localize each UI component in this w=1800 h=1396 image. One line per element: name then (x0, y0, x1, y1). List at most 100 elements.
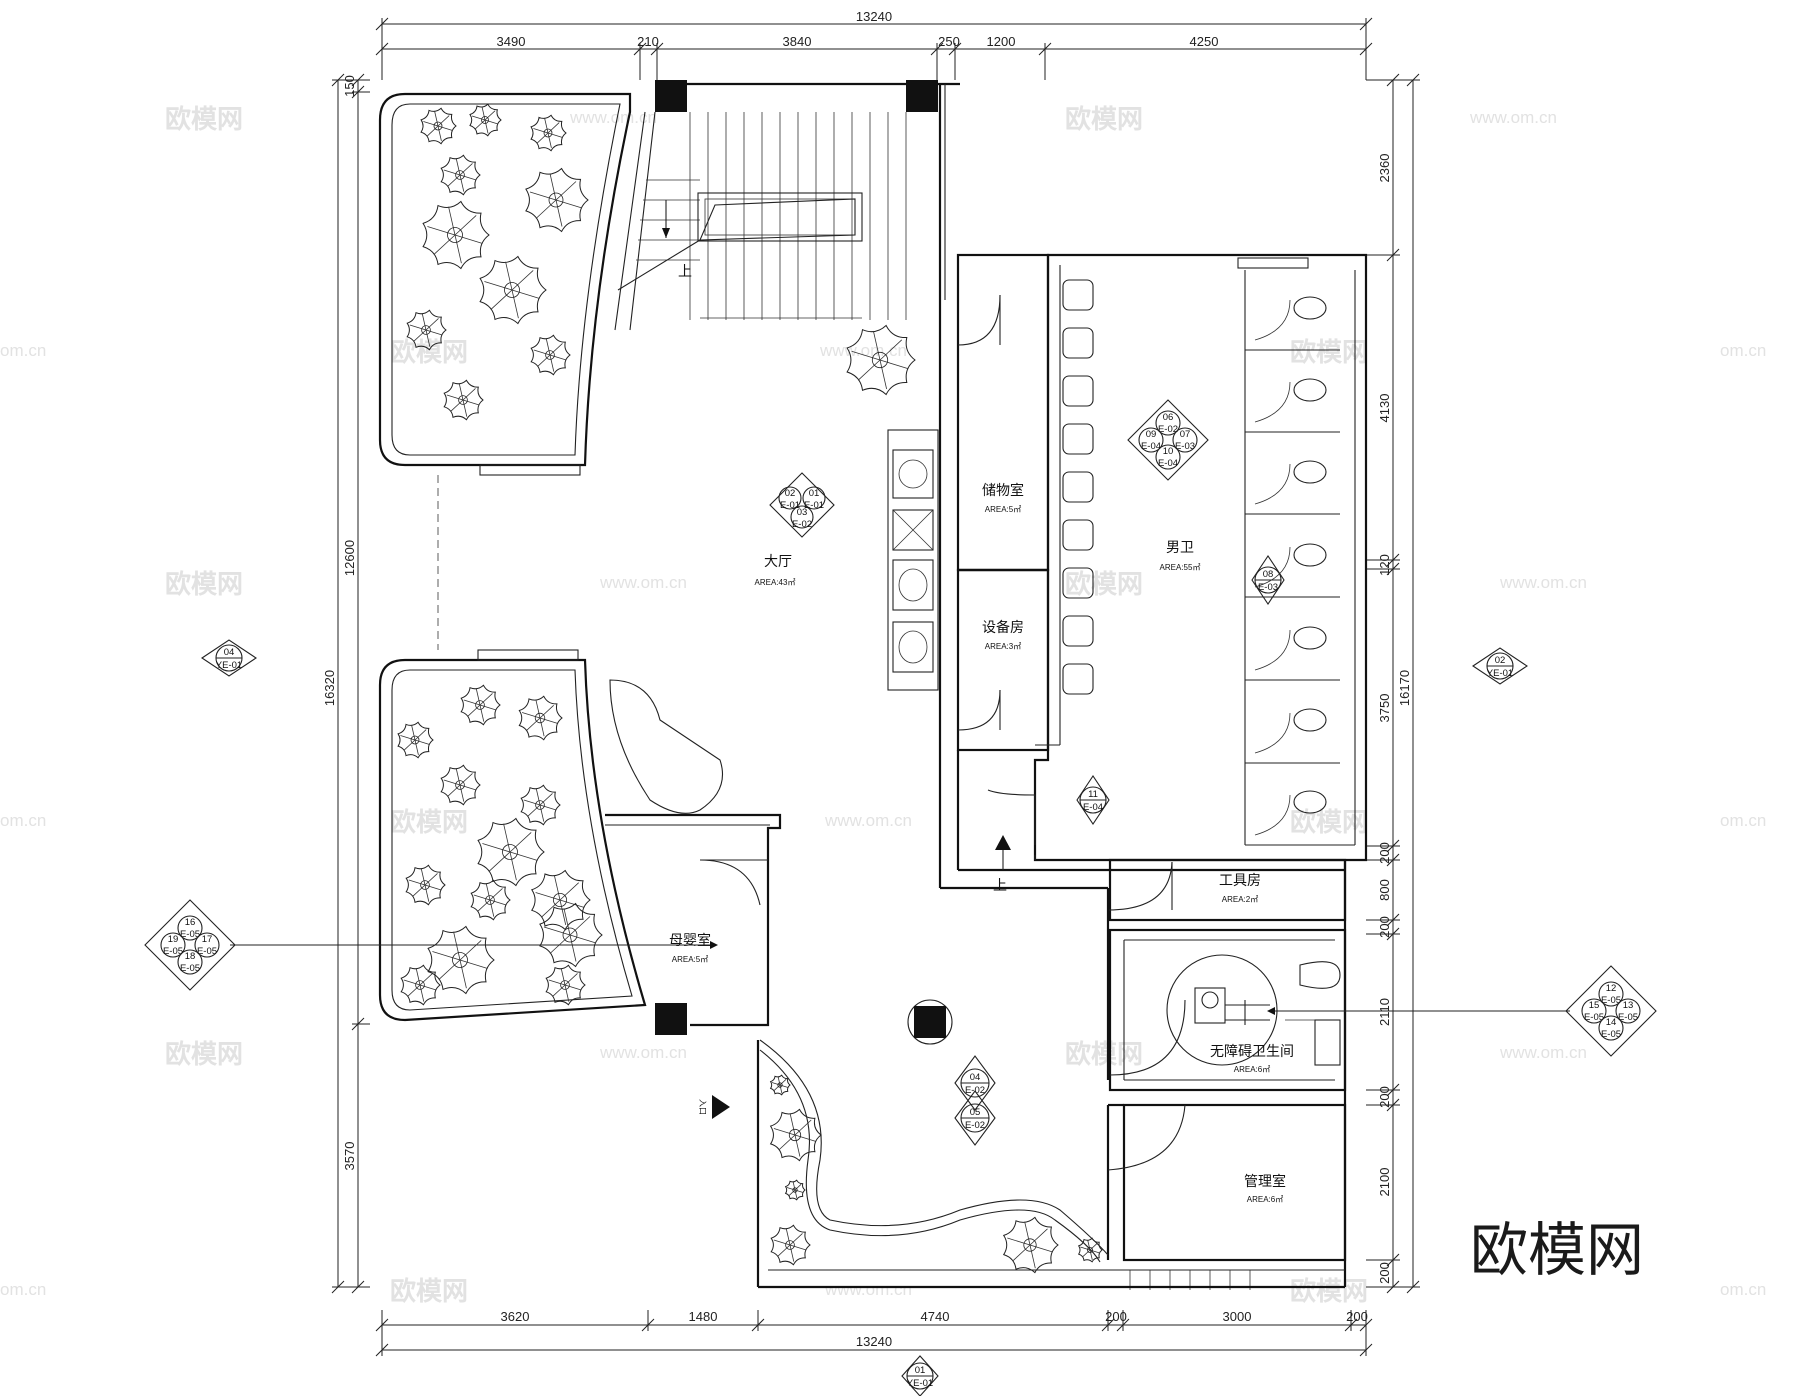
watermark-url: www.om.cn (599, 1043, 687, 1062)
stair-core: 上 (614, 80, 960, 425)
room-management-name: 管理室 (1244, 1173, 1286, 1190)
tag-num: 14 (1606, 1017, 1617, 1028)
dim-right-seg: 200 (1377, 842, 1392, 864)
tag-sheet: E-02 (1158, 424, 1178, 435)
tag-sheet: E-05 (163, 946, 183, 957)
elevation-tag-mens: 06 E-02 09 E-04 07 E-03 10 E-04 (1127, 399, 1209, 481)
elevation-tag-lobby: 02 01 E-01 E-01 03 E-02 (769, 472, 835, 538)
tree-icon (477, 817, 545, 887)
tag-num: 15 (1589, 1000, 1600, 1011)
dimensions-right: 2360 4130 120 3750 200 800 200 2110 200 … (1366, 73, 1420, 1294)
tag-num: 18 (185, 951, 196, 962)
column (906, 80, 938, 112)
tree-icon (545, 964, 586, 1006)
dim-right-seg: 2360 (1377, 154, 1392, 183)
room-storage-name: 储物室 (982, 482, 1024, 499)
tag-sheet: E-04 (1083, 802, 1103, 813)
watermark-brand: 欧模网 (1065, 104, 1143, 135)
elevation-tag-south: 01 YE-01 (901, 1355, 939, 1396)
dim-bottom-seg: 200 (1346, 1309, 1368, 1324)
tree-icon (406, 309, 447, 351)
elevation-tag-mens-bottom: 11 E-04 (1076, 775, 1110, 825)
tag-sheet: E-03 (1258, 582, 1278, 593)
sink (892, 621, 934, 673)
tree-icon (443, 379, 484, 421)
dimensions-bottom: 3620 1480 4740 200 3000 200 13240 (375, 1309, 1373, 1357)
tag-sheet: E-05 (180, 963, 200, 974)
tag-sheet: E-05 (180, 929, 200, 940)
tag-num: 04 (970, 1072, 981, 1083)
watermark-brand: 欧模网 (390, 807, 468, 838)
watermark-brand: 欧模网 (1290, 337, 1368, 368)
tag-num: 01 (915, 1365, 926, 1376)
tree-icon (530, 114, 567, 152)
stair-up-label: 上 (678, 264, 692, 280)
dim-right-seg: 3750 (1377, 694, 1392, 723)
tag-sheet: E-05 (1584, 1012, 1604, 1023)
elevation-tag-east: 02 YE-01 (1472, 647, 1528, 685)
watermark-brand: 欧模网 (165, 104, 243, 135)
elevation-tag-urinal: 08 E-03 (1251, 555, 1285, 605)
tag-num: 08 (1263, 569, 1274, 580)
garden-southeast (756, 1039, 1345, 1287)
entrance-marker: 上 入口 (698, 835, 1011, 1119)
room-accessible-name: 无障碍卫生间 (1210, 1044, 1294, 1060)
tag-num: 17 (202, 934, 213, 945)
room-nursery-area: AREA:5㎡ (672, 955, 708, 964)
tree-icon (1077, 1237, 1103, 1263)
tree-icon (479, 255, 547, 325)
watermark-url: om.cn (1720, 1280, 1766, 1299)
watermark-layer: 欧模网 www.om.cn 欧模网 www.om.cn om.cn 欧模网 ww… (0, 104, 1766, 1307)
watermark-url: www.om.cn (599, 573, 687, 592)
dim-left-total: 16320 (322, 670, 337, 706)
tree-icon (530, 334, 571, 376)
tag-num: 19 (168, 934, 179, 945)
watermark-brand: 欧模网 (1065, 569, 1143, 600)
elevation-tag-east-big: 12 E-05 15 E-05 13 E-05 14 E-05 (1565, 965, 1657, 1057)
dimensions-top: 13240 3490 210 3840 250 1200 4250 (375, 9, 1373, 80)
wheelchair-icon (1194, 987, 1270, 1025)
dim-right-total: 16170 (1397, 670, 1412, 706)
dim-bottom-total: 13240 (856, 1334, 892, 1349)
tag-sheet: E-04 (1141, 441, 1161, 452)
tag-num: 03 (797, 507, 808, 518)
tag-num: 11 (1088, 789, 1098, 800)
nursery-room: 母婴室 AREA:5㎡ (605, 813, 782, 1035)
watermark-brand: 欧模网 (390, 1276, 468, 1307)
tag-sheet: E-01 (780, 500, 800, 511)
room-management-area: AREA:6㎡ (1247, 1195, 1283, 1204)
tree-icon (539, 902, 603, 968)
tag-num: 04 (224, 647, 235, 658)
dim-right-seg: 200 (1377, 1086, 1392, 1108)
room-equipment-name: 设备房 (982, 619, 1024, 636)
tree-icon (769, 1074, 791, 1096)
dim-right-seg: 4130 (1377, 394, 1392, 423)
dim-bottom-seg: 200 (1105, 1309, 1127, 1324)
room-nursery-name: 母婴室 (669, 932, 711, 949)
dim-left-seg: 12600 (342, 540, 357, 576)
tag-sheet: E-02 (792, 519, 812, 530)
watermark-url: om.cn (1720, 811, 1766, 830)
tree-icon (531, 869, 591, 931)
tree-icon (440, 154, 481, 196)
room-storage-area: AREA:5㎡ (985, 505, 1021, 514)
tag-num: 16 (185, 917, 196, 928)
room-equipment-area: AREA:3㎡ (985, 642, 1021, 651)
watermark-url: www.om.cn (1499, 573, 1587, 592)
tag-sheet: YE-01 (907, 1378, 933, 1389)
tree-icon (397, 721, 434, 759)
tag-sheet: E-03 (1175, 441, 1195, 452)
tree-icon (460, 684, 501, 726)
tree-icon (440, 764, 481, 806)
watermark-url: om.cn (0, 341, 46, 360)
sink (892, 449, 934, 499)
column (914, 1006, 946, 1038)
tree-icon (518, 695, 563, 741)
room-tool-name: 工具房 (1219, 873, 1261, 889)
watermark-brand: 欧模网 (1065, 1039, 1143, 1070)
tag-num: 10 (1163, 446, 1174, 457)
watermark-url: om.cn (0, 1280, 46, 1299)
dim-right-seg: 800 (1377, 879, 1392, 901)
dim-top-seg: 250 (938, 34, 960, 49)
